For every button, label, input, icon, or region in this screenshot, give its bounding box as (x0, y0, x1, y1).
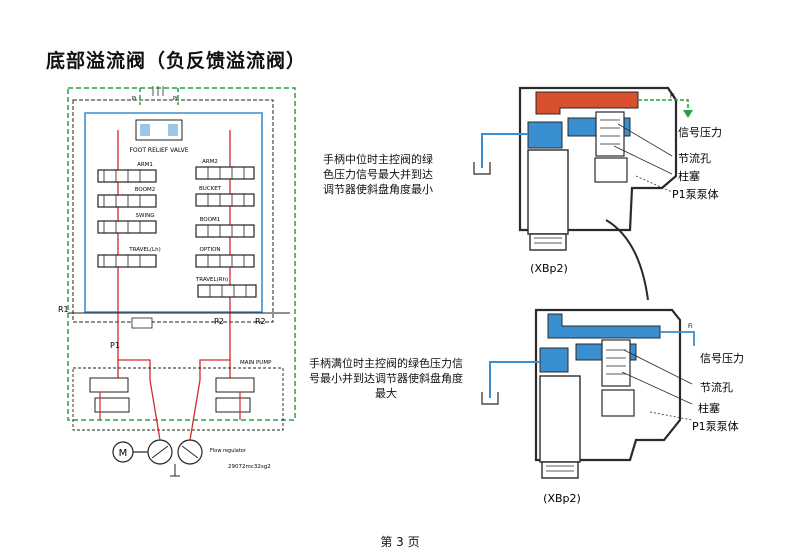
spool-travel-lh: TRAVEL(Lh) (97, 247, 161, 268)
orifice-label: 节流孔 (678, 151, 711, 165)
blue-chamber (539, 347, 569, 373)
drawing-code: 29072mc32sg2 (228, 464, 271, 470)
blue-drain-line (489, 361, 540, 398)
spool-label: BOOM2 (135, 187, 156, 193)
plug-label: 柱塞 (678, 169, 700, 183)
spool-travel-rh: TRAVEL(Rh) (195, 277, 257, 298)
signal-pressure-label: 信号压力 (678, 126, 722, 139)
plug (601, 339, 631, 387)
hydraulic-schematic: FOOT RELIEF VALVE Pi Pi ARM1 BOOM2 SWING… (58, 86, 296, 477)
plug-label: 柱塞 (698, 401, 720, 415)
spool-label: TRAVEL(Rh) (195, 277, 228, 283)
spool-label: ARM1 (137, 162, 153, 168)
port-p2-label: P2 (214, 317, 224, 326)
signal-passage (547, 313, 661, 339)
note-neutral: 手柄中位时主控阀的绿色压力信号最大并到达调节器使斜盘角度最小 (323, 153, 433, 196)
signal-passage (535, 91, 639, 115)
page-title: 底部溢流阀（负反馈溢流阀） (46, 50, 307, 72)
signal-line (660, 331, 695, 346)
plug (595, 111, 625, 157)
pump-body-label: P1泵泵体 (692, 419, 739, 433)
spool-boom1: BOOM1 (195, 217, 255, 238)
main-pump-outline (72, 367, 284, 431)
spool-arm1: ARM1 (97, 162, 157, 183)
page-number: 第 3 页 (380, 535, 420, 549)
pi-port-label: Fi (670, 93, 675, 100)
spool-label: OPTION (199, 247, 220, 253)
blue-chamber (527, 121, 563, 149)
spool-label: BOOM1 (200, 217, 221, 223)
spool-bucket: BUCKET (195, 186, 255, 207)
motor-label: M (119, 448, 128, 459)
pi-left-label: Pi (132, 96, 136, 102)
left-spool-sections: ARM1 BOOM2 SWING TRAVEL(Lh) (97, 162, 161, 268)
port-r2-label: R2 (255, 317, 266, 326)
port-xbp2-label: (XBp2) (543, 492, 581, 505)
detail-neutral: (XBp2) Fi 信号压力 节流孔 柱塞 P1泵泵体 (473, 86, 722, 301)
signal-pressure-label: 信号压力 (700, 352, 744, 365)
spool-label: TRAVEL(Lh) (128, 247, 161, 253)
leader-body (635, 175, 673, 193)
pilot-line (67, 87, 296, 421)
blue-drain-line (481, 133, 528, 168)
port-p1-label: P1 (110, 341, 120, 350)
leader-orifice (617, 123, 673, 157)
spool-label: BUCKET (199, 186, 222, 192)
tank-symbol (481, 392, 499, 405)
pi-port-label: Fi (688, 323, 693, 330)
return-line (84, 112, 263, 313)
leader-plug (613, 145, 673, 175)
spool-option: OPTION (195, 247, 255, 268)
main-control-valve-outline (72, 99, 274, 323)
flow-regulator-label: Flow regulator (210, 448, 247, 454)
signal-arrow (638, 99, 689, 112)
port-xbp2-label: (XBp2) (530, 262, 568, 275)
leader-plug (621, 371, 693, 405)
spool-label: ARM2 (202, 159, 218, 165)
pi-right-label: Pi (173, 96, 177, 102)
port-r1-label: R1 (58, 305, 69, 314)
main-pump-label: MAIN PUMP (240, 360, 272, 366)
foot-relief-valve-label: FOOT RELIEF VALVE (129, 147, 188, 154)
pressure-line (117, 130, 231, 380)
tank-symbol (473, 162, 491, 175)
detail-full: (XBp2) Fi 信号压力 节流孔 柱塞 P1泵泵体 (481, 308, 744, 505)
pump-body-label: P1泵泵体 (672, 187, 719, 201)
spool-label: SWING (136, 213, 155, 219)
leader-body (649, 411, 693, 421)
spool-swing: SWING (97, 213, 157, 234)
note-full: 手柄满位时主控阀的绿色压力信号最小并到达调节器使斜盘角度最大 (309, 357, 463, 400)
spool-boom2: BOOM2 (97, 187, 157, 208)
leader-orifice (623, 349, 693, 385)
right-spool-sections: ARM2 BUCKET BOOM1 OPTION TRAVEL(Rh) (195, 159, 257, 298)
orifice-label: 节流孔 (700, 380, 733, 394)
spool-arm2: ARM2 (195, 159, 255, 180)
